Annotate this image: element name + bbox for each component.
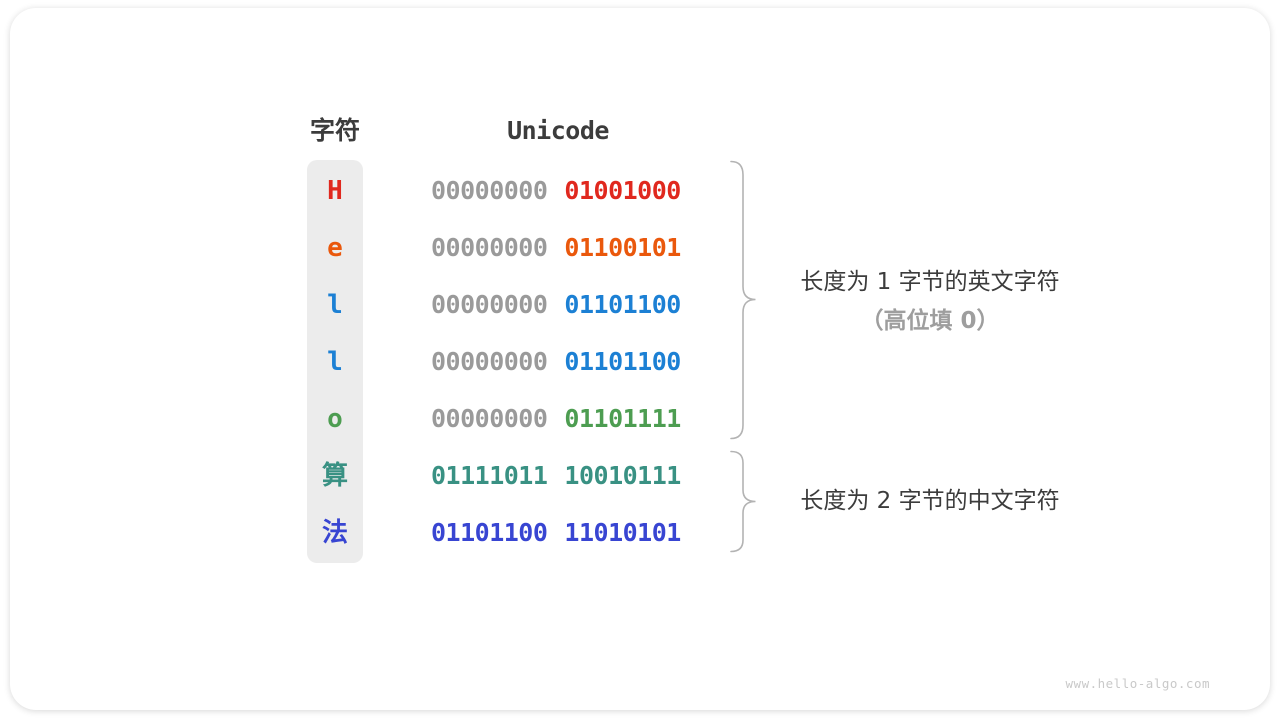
high-byte: 00000000	[431, 176, 548, 205]
figure-card	[10, 8, 1270, 710]
character-cell: e	[327, 233, 343, 263]
high-byte: 00000000	[431, 290, 548, 319]
unicode-binary-value: 00000000 01001000	[431, 177, 681, 205]
unicode-binary-value: 01111011 10010111	[431, 462, 681, 490]
watermark-url: www.hello-algo.com	[1065, 676, 1210, 691]
brace-one-byte-group	[730, 160, 756, 440]
brace-two-byte-group	[730, 450, 756, 553]
unicode-binary-value: 00000000 01100101	[431, 234, 681, 262]
low-byte: 01101100	[564, 290, 681, 319]
low-byte: 11010101	[564, 518, 681, 547]
character-cell: l	[327, 290, 343, 320]
low-byte: 01100101	[564, 233, 681, 262]
character-cell: l	[327, 347, 343, 377]
annotation-two-byte-line1: 长度为 2 字节的中文字符	[800, 488, 1060, 514]
annotation-one-byte-line1: 长度为 1 字节的英文字符	[800, 269, 1060, 295]
char-column-background	[307, 160, 363, 563]
character-cell: 算	[321, 461, 348, 491]
character-cell: o	[327, 404, 343, 434]
high-byte: 01111011	[431, 461, 548, 490]
low-byte: 10010111	[564, 461, 681, 490]
low-byte: 01101111	[564, 404, 681, 433]
annotation-one-byte-line2: （高位填 0）	[860, 308, 1000, 334]
unicode-binary-value: 00000000 01101100	[431, 348, 681, 376]
column-header-unicode: Unicode	[507, 116, 609, 145]
character-cell: H	[327, 176, 343, 206]
low-byte: 01101100	[564, 347, 681, 376]
character-cell: 法	[321, 518, 348, 548]
unicode-binary-value: 00000000 01101111	[431, 405, 681, 433]
column-header-char: 字符	[309, 116, 360, 145]
unicode-binary-value: 00000000 01101100	[431, 291, 681, 319]
high-byte: 00000000	[431, 347, 548, 376]
unicode-binary-value: 01101100 11010101	[431, 519, 681, 547]
high-byte: 00000000	[431, 404, 548, 433]
high-byte: 01101100	[431, 518, 548, 547]
high-byte: 00000000	[431, 233, 548, 262]
low-byte: 01001000	[564, 176, 681, 205]
